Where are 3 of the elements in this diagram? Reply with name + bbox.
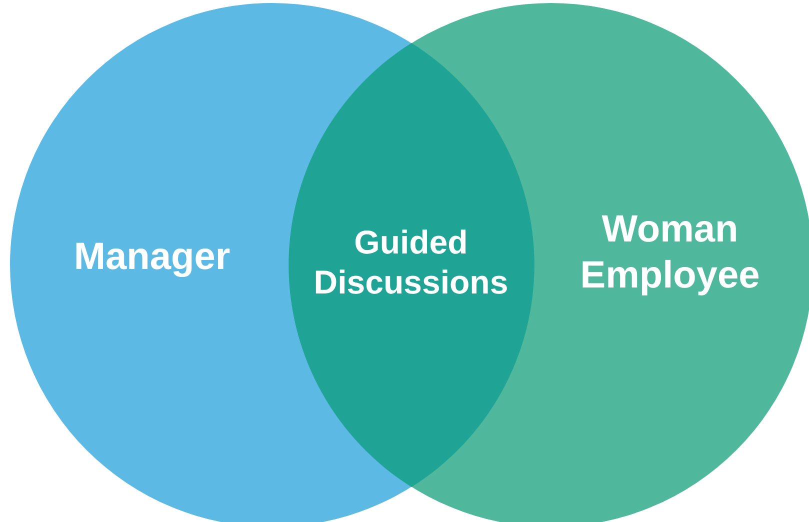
- venn-label: Woman Employee: [579, 207, 761, 298]
- venn-label: Guided Discussions: [312, 222, 510, 302]
- venn-label: Manager: [72, 235, 232, 280]
